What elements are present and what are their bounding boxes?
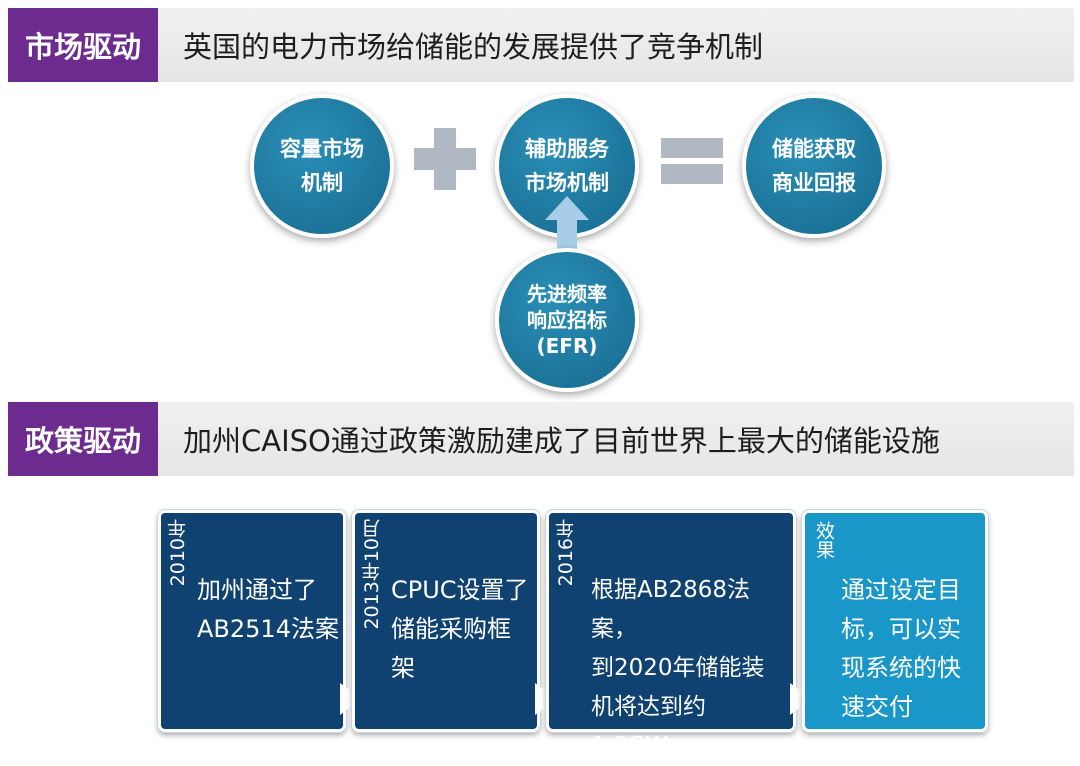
circle-label-line: 商业回报 [772,171,856,195]
policy-driven-title: 加州CAISO通过政策激励建成了目前世界上最大的储能设施 [183,424,940,458]
timeline-text-line: 根据AB2868法案， [591,577,751,642]
timeline-text: CPUC设置了 储能采购框 架 [391,571,529,688]
market-driven-tag: 市场驱动 [8,8,158,82]
timeline-year-label: 2010年 [167,519,189,587]
equals-icon-lower [661,164,723,184]
plus-icon-vertical [434,128,456,190]
storage-return-circle: 储能获取 商业回报 [742,94,886,238]
timeline-text-line: CPUC设置了 [391,576,529,604]
timeline-text-line: 现系统的快 [841,654,961,682]
timeline-text-line: 架 [391,654,415,682]
circle-label-line: 辅助服务 [525,137,609,161]
policy-driven-tag: 政策驱动 [8,402,158,476]
timeline-box-2016: 2016年 根据AB2868法案， 到2020年储能装 机将达到约 1.8GW [546,510,796,759]
market-driven-title: 英国的电力市场给储能的发展提供了竞争机制 [183,30,764,64]
timeline-text-line: 储能采购框 [391,615,511,643]
timeline-text: 根据AB2868法案， 到2020年储能装 机将达到约 1.8GW [591,571,793,766]
up-arrow-icon [545,196,589,220]
timeline-text-line: 机将达到约 [591,694,706,720]
circle-label-line: (EFR) [536,334,598,358]
circle-label-line: 容量市场 [280,137,364,161]
equals-icon [661,138,723,158]
timeline-year-label: 2016年 [555,519,577,587]
timeline-text: 加州通过了 AB2514法案 [197,571,339,649]
timeline-text-line: 速交付 [841,693,913,721]
timeline-text-line: 1.8GW [591,733,669,759]
timeline-text-line: 标，可以实 [841,615,961,643]
timeline-text: 通过设定目 标，可以实 现系统的快 速交付 [841,571,961,727]
up-arrow-shaft [557,219,577,253]
circle-label-line: 响应招标 [527,308,607,332]
effect-label: 效果 [813,521,835,559]
timeline-text-line: 加州通过了 [197,576,317,604]
timeline-text-line: 到2020年储能装 [591,655,765,681]
timeline-box-effect: 效果 通过设定目 标，可以实 现系统的快 速交付 [802,510,988,732]
capacity-market-circle: 容量市场 机制 [250,94,394,238]
policy-driven-header: 政策驱动 加州CAISO通过政策激励建成了目前世界上最大的储能设施 [8,402,1074,476]
circle-label-line: 市场机制 [525,171,609,195]
timeline-box-2010: 2010年 加州通过了 AB2514法案 [158,510,346,732]
market-driven-header: 市场驱动 英国的电力市场给储能的发展提供了竞争机制 [8,8,1074,82]
timeline-text-line: AB2514法案 [197,615,339,643]
timeline-text-line: 通过设定目 [841,576,961,604]
efr-circle: 先进频率 响应招标 (EFR) [495,248,639,392]
circle-label-line: 机制 [301,171,343,195]
timeline-box-2013: 2013年10月 CPUC设置了 储能采购框 架 [352,510,540,732]
circle-label-line: 储能获取 [772,137,856,161]
timeline-year-label: 2013年10月 [361,519,383,630]
circle-label-line: 先进频率 [527,282,607,306]
